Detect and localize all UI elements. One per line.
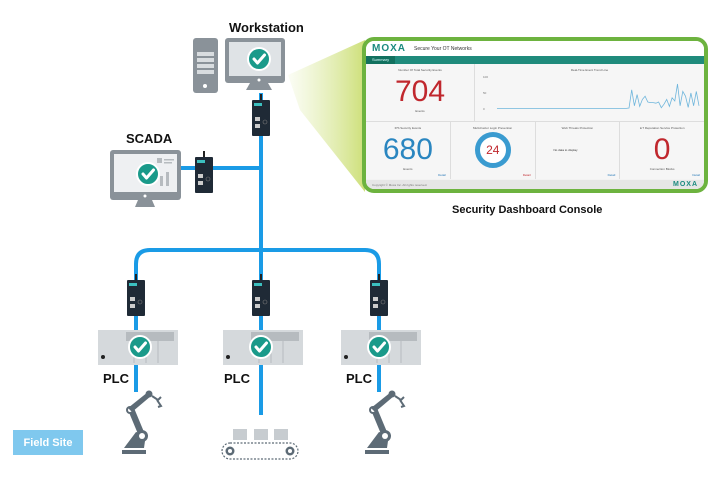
- mfa-ring: 24: [474, 132, 511, 168]
- iot-blocks-value: 0: [653, 133, 671, 166]
- security-dashboard: MOXA Secure Your OT Networks Summary Num…: [362, 37, 708, 193]
- footer-logo: MOXA: [673, 181, 698, 188]
- workstation-switch: [251, 93, 271, 137]
- robot-arm-icon-2: [364, 389, 405, 455]
- plc-label-3: PLC: [346, 371, 372, 386]
- y-tick-label: 0: [483, 107, 485, 111]
- card-title: Number Of Total Security Events: [398, 68, 442, 72]
- dashboard-tabs: Summary: [366, 56, 704, 64]
- scada-label: SCADA: [126, 131, 173, 146]
- plc-1-check-icon: [127, 334, 153, 360]
- workstation-icon: [193, 38, 285, 93]
- plc-3-check-icon: [366, 334, 392, 360]
- card-trend-line: Real-Time Event Trend Line 100 50 0: [475, 64, 704, 121]
- detail-link[interactable]: Detail: [692, 173, 700, 177]
- field-site-badge: Field Site: [13, 430, 83, 455]
- y-tick-label: 100: [483, 75, 488, 79]
- plc-label-2: PLC: [224, 371, 250, 386]
- detail-link[interactable]: Detail: [438, 173, 446, 177]
- focus-beam: [288, 40, 365, 192]
- total-events-value: 704: [394, 75, 446, 108]
- card-title: Web Threats Protection: [561, 126, 594, 130]
- trend-line: [497, 83, 700, 109]
- card-title: Real-Time Event Trend Line: [570, 68, 609, 72]
- card-ips-events: IPS Security Events 680 Events Detail: [366, 122, 451, 179]
- plc-label-1: PLC: [103, 371, 129, 386]
- workstation-label: Workstation: [229, 20, 304, 35]
- card-web-threats: Web Threats Protection No data to displa…: [535, 122, 621, 179]
- card-title: Multi-Factor Login Prevention: [473, 126, 513, 130]
- moxa-logo: MOXA: [372, 43, 406, 54]
- card-iot-reputation: IoT Reputation Service Protection 0 Conn…: [620, 122, 704, 179]
- card-unit: Events: [415, 109, 425, 113]
- card-title: IoT Reputation Service Protection: [639, 126, 685, 130]
- scada-icon: [110, 150, 181, 207]
- detail-link[interactable]: Detail: [607, 173, 616, 177]
- ips-events-value: 680: [382, 133, 433, 166]
- card-unit: Connection Blocks: [649, 167, 675, 171]
- plc-switch-2: [251, 273, 271, 317]
- card-title: IPS Security Events: [394, 126, 422, 130]
- tab-summary[interactable]: Summary: [366, 56, 396, 64]
- plc-switch-1: [126, 273, 146, 317]
- no-data-message: No data to display: [553, 148, 578, 152]
- card-total-events: Number Of Total Security Events 704 Even…: [366, 64, 475, 121]
- conveyor-icon: [221, 429, 299, 460]
- robot-arm-icon-1: [121, 389, 162, 455]
- plc-2-check-icon: [248, 334, 274, 360]
- card-unit: Events: [403, 167, 413, 171]
- copyright: Copyright © Moxa Inc. All rights reserve…: [372, 182, 428, 187]
- scada-switch: [194, 150, 214, 194]
- trend-chart: 100 50 0: [483, 75, 700, 111]
- card-mfa-prevention: Multi-Factor Login Prevention 24 Detail: [450, 122, 536, 179]
- dashboard-title: Secure Your OT Networks: [414, 45, 472, 52]
- detail-link[interactable]: Detail: [522, 173, 531, 177]
- y-tick-label: 50: [483, 91, 487, 95]
- dashboard-footer: Copyright © Moxa Inc. All rights reserve…: [366, 180, 704, 189]
- mfa-value: 24: [486, 143, 500, 157]
- plc-switch-3: [369, 273, 389, 317]
- console-label: Security Dashboard Console: [452, 204, 603, 216]
- dashboard-header: MOXA Secure Your OT Networks: [366, 41, 704, 56]
